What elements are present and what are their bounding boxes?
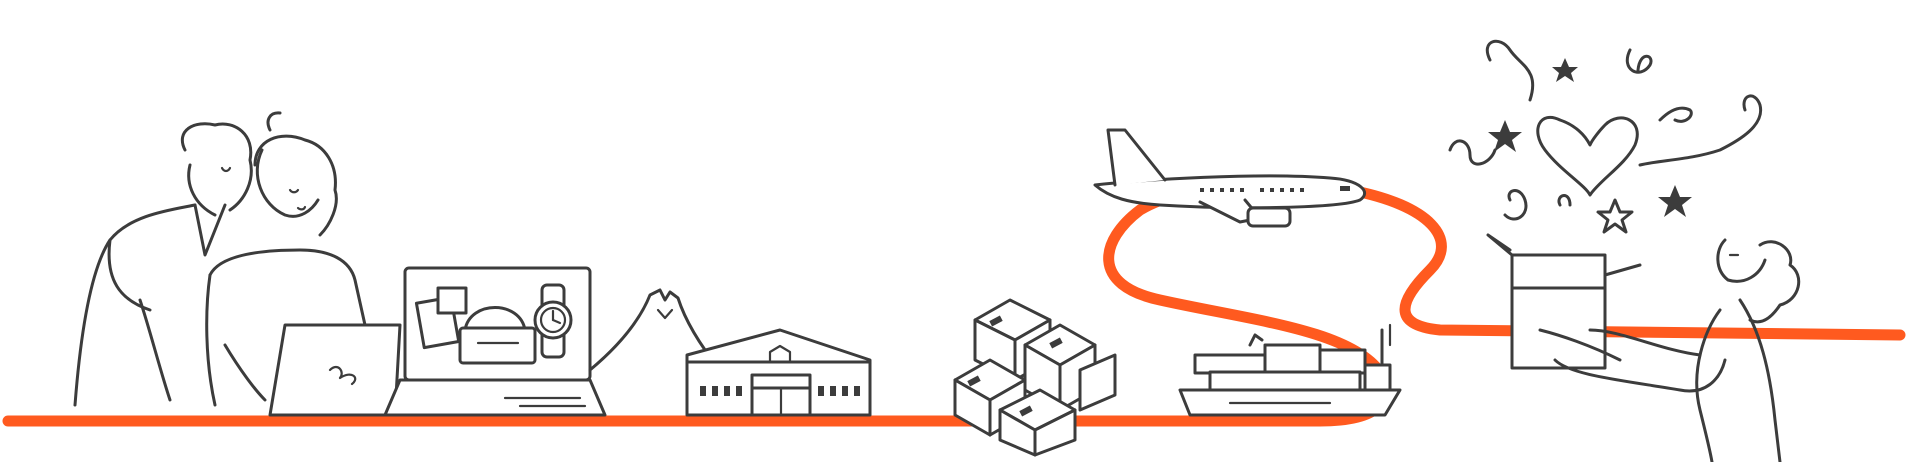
warehouse-with-mount-fuji-icon [588, 288, 872, 417]
cargo-ship-icon [1178, 323, 1402, 417]
woman-opening-gift-box-icon [1448, 39, 1801, 462]
airplane-icon [1093, 128, 1367, 228]
laptop-with-products-icon [383, 266, 607, 417]
couple-at-laptop-icon [73, 111, 402, 417]
stacked-boxes-icon [953, 298, 1117, 457]
